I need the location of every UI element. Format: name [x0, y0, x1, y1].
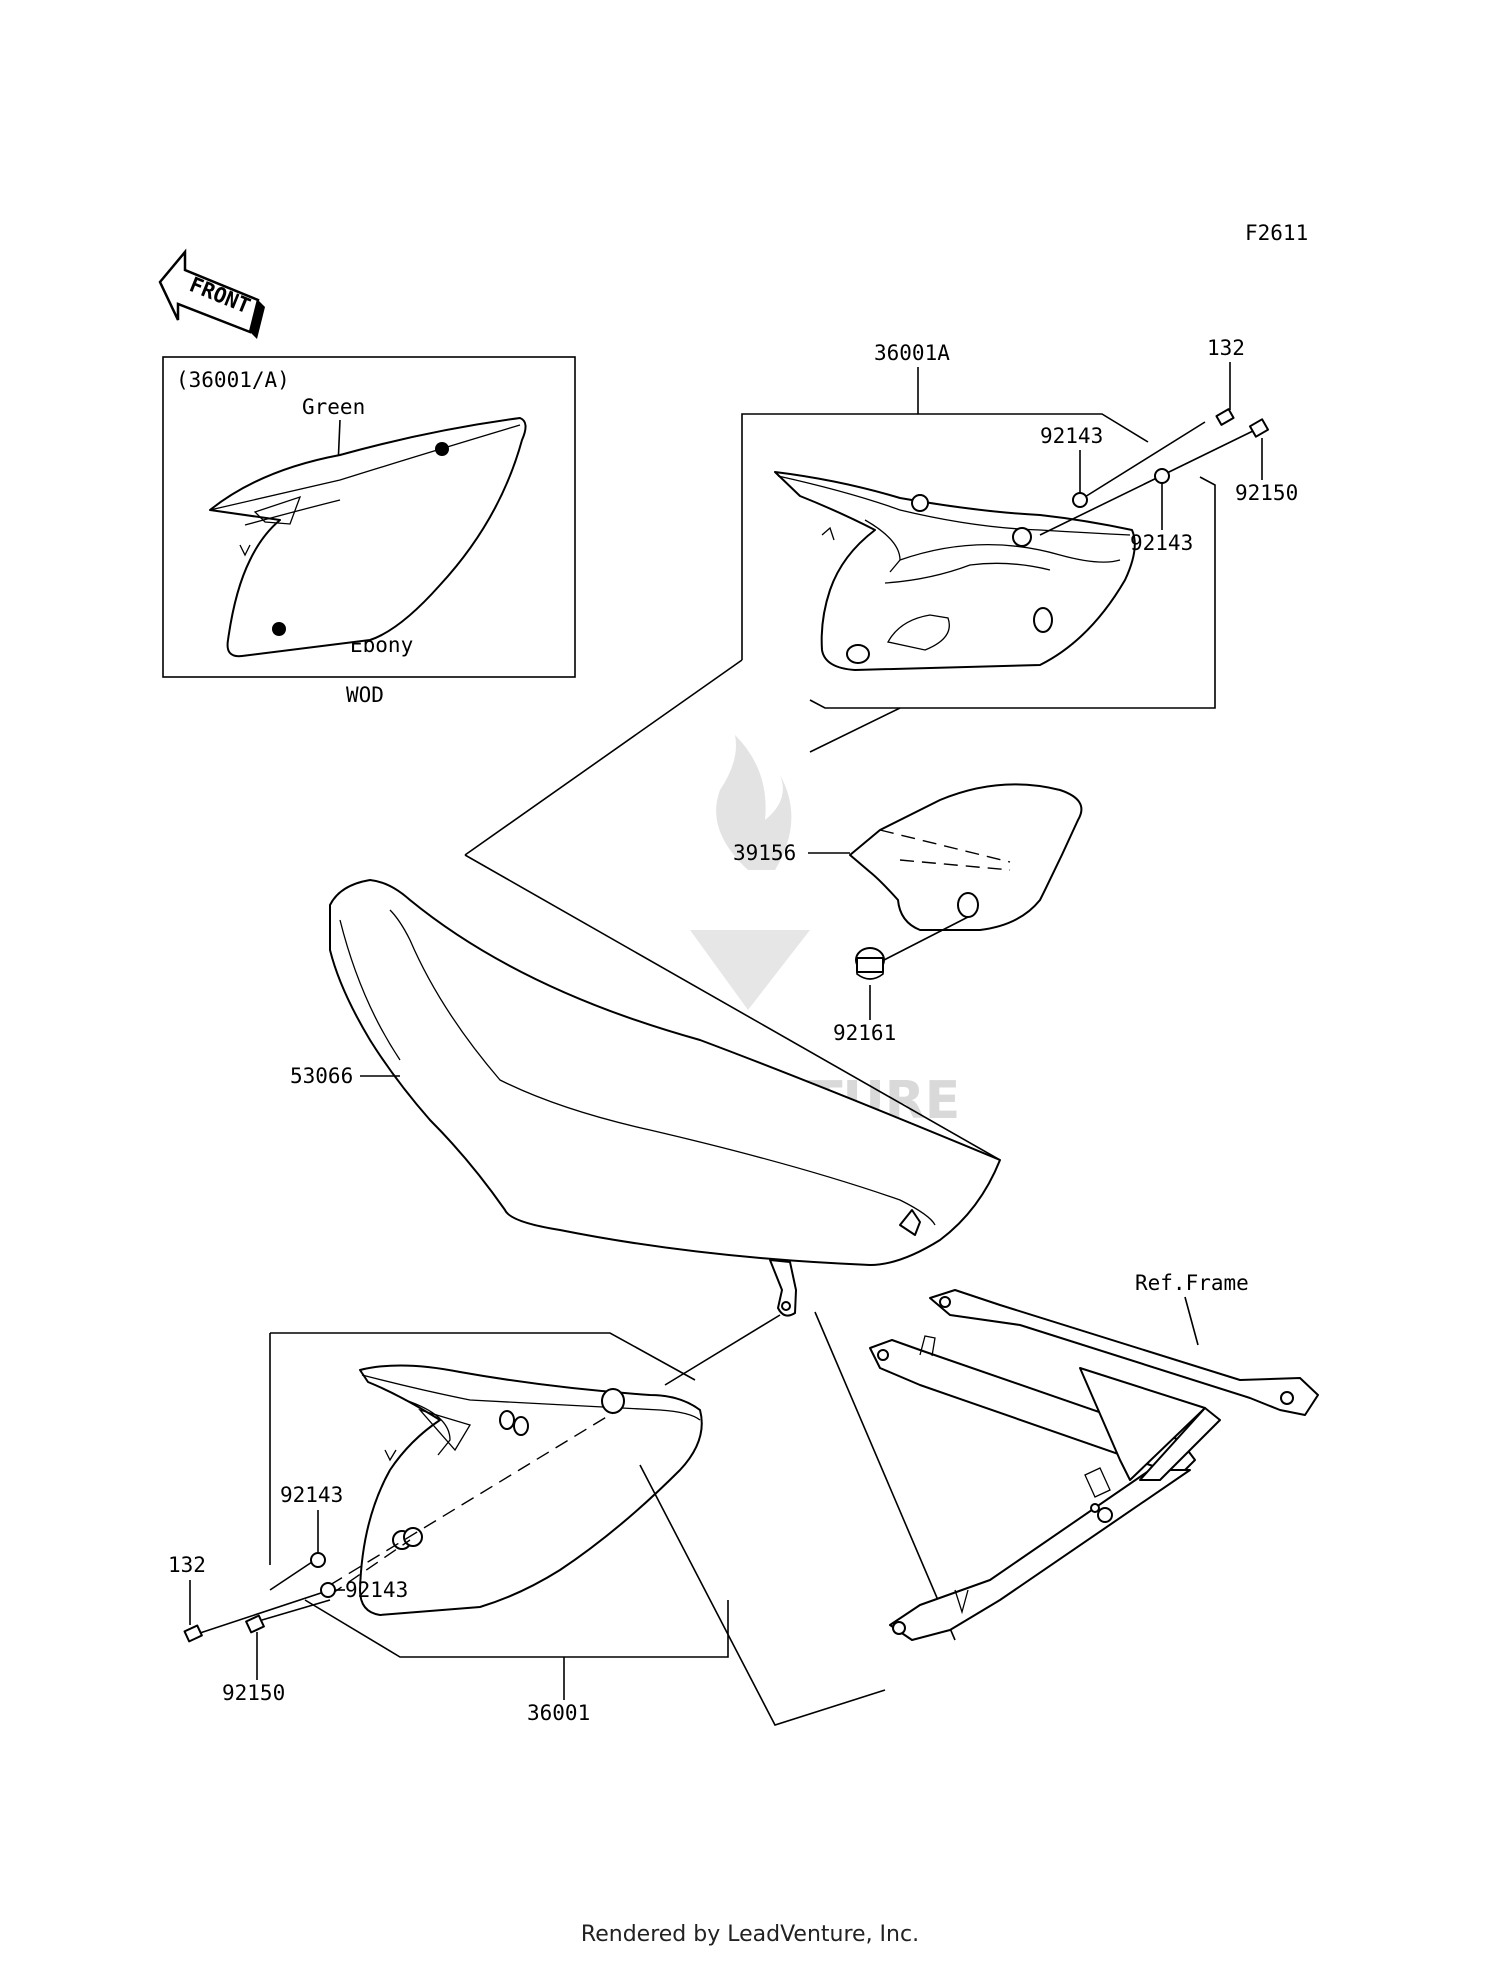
callout-92143-bottom-2: 92143 [345, 1578, 408, 1602]
callout-36001: 36001 [527, 1701, 590, 1725]
callout-92161: 92161 [833, 1021, 896, 1045]
flange-bolt-icon [1248, 418, 1270, 438]
side-cover-assembly: 92143 92143 132 92150 36001 [168, 1311, 956, 1726]
side-cover-a-assembly: 36001A 132 92143 92143 92 [741, 336, 1298, 709]
callout-92150-top: 92150 [1235, 481, 1298, 505]
callout-39156: 39156 [733, 841, 796, 865]
callout-92143-top-2: 92143 [1130, 531, 1193, 555]
bolt-icon [1215, 408, 1235, 426]
callout-36001a: 36001A [874, 341, 950, 365]
inset-color-green: Green [302, 395, 365, 419]
pad-group: 39156 92161 [733, 783, 1083, 1045]
subframe-group: Ref.Frame [869, 1271, 1319, 1641]
callout-ref-frame: Ref.Frame [1135, 1271, 1249, 1295]
callout-132-bottom: 132 [168, 1553, 206, 1577]
color-variant-inset: (36001/A) Green Ebony WOD [162, 356, 576, 707]
flange-bolt-icon [245, 1614, 265, 1634]
callout-132-top: 132 [1207, 336, 1245, 360]
render-credit: Rendered by LeadVenture, Inc. [580, 1922, 920, 1947]
inset-caption: WOD [346, 683, 384, 707]
inset-part-ref: (36001/A) [176, 368, 290, 392]
bolt-icon [183, 1624, 203, 1643]
figure-code: F2611 [1245, 221, 1308, 245]
callout-92143-bottom-1: 92143 [280, 1483, 343, 1507]
front-arrow-icon: FRONT [158, 248, 265, 339]
callout-53066: 53066 [290, 1064, 353, 1088]
callout-92143-top-1: 92143 [1040, 424, 1103, 448]
callout-92150-bottom: 92150 [222, 1681, 285, 1705]
seat-group: 53066 [290, 659, 1001, 1317]
